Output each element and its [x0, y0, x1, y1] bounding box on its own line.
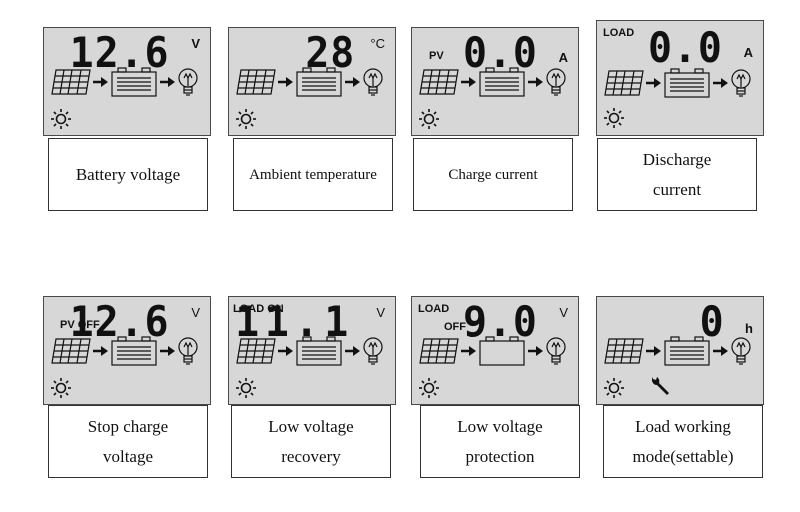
sun-icon	[50, 108, 72, 130]
flow-diagram	[235, 333, 391, 369]
caption-low-voltage-recovery: Low voltage recovery	[231, 405, 391, 478]
lcd-low-voltage-protection: LOAD OFF 9.0 V	[411, 296, 579, 405]
flow-diagram	[603, 333, 759, 369]
flow-diagram	[418, 64, 574, 100]
lcd-value: 11.1	[234, 297, 354, 346]
lcd-value: 12.6	[69, 297, 170, 346]
flow-diagram	[50, 333, 206, 369]
lcd-value: 28	[305, 28, 356, 77]
lcd-ambient-temperature: 28 °C	[228, 27, 396, 136]
lcd-tag: LOAD	[603, 27, 635, 39]
lcd-charge-current: PV 0.0 A	[411, 27, 579, 136]
lcd-value: 9.0	[463, 297, 539, 346]
lcd-value: 0.0	[463, 28, 539, 77]
sun-icon	[235, 108, 257, 130]
caption-low-voltage-protection: Low voltage protection	[420, 405, 580, 478]
sun-icon	[418, 377, 440, 399]
caption-battery-voltage: Battery voltage	[48, 138, 208, 211]
lcd-unit: A	[558, 50, 568, 65]
sun-icon	[603, 107, 625, 129]
sun-icon	[235, 377, 257, 399]
lcd-load-working-mode: 0 h	[596, 296, 764, 405]
caption-stop-charge-voltage: Stop charge voltage	[48, 405, 208, 478]
lcd-unit: V	[191, 305, 200, 320]
sun-icon	[418, 108, 440, 130]
lcd-unit: h	[745, 321, 753, 336]
lcd-tag-secondary: OFF	[444, 321, 466, 333]
flow-diagram	[235, 64, 391, 100]
lcd-tag: LOAD ON	[233, 303, 284, 315]
lcd-tag: PV OFF	[60, 319, 100, 331]
sun-icon	[50, 377, 72, 399]
caption-ambient-temperature: Ambient temperature	[233, 138, 393, 211]
lcd-tag: PV	[429, 50, 444, 62]
flow-diagram-empty-battery	[418, 333, 574, 369]
wrench-icon	[649, 375, 671, 397]
lcd-stop-charge-voltage: PV OFF 12.6 V	[43, 296, 211, 405]
sun-icon	[603, 377, 625, 399]
lcd-battery-voltage: 12.6 V	[43, 27, 211, 136]
caption-charge-current: Charge current	[413, 138, 573, 211]
lcd-discharge-current: LOAD 0.0 A	[596, 20, 764, 136]
lcd-unit: V	[559, 305, 568, 320]
lcd-unit: A	[743, 45, 753, 60]
caption-discharge-current: Discharge current	[597, 138, 757, 211]
lcd-tag: LOAD	[418, 303, 450, 315]
flow-diagram	[603, 65, 759, 101]
lcd-unit: °C	[370, 36, 385, 51]
lcd-value: 0.0	[648, 23, 724, 72]
lcd-low-voltage-recovery: LOAD ON 11.1 V	[228, 296, 396, 405]
flow-diagram	[50, 64, 206, 100]
lcd-value: 12.6	[69, 28, 170, 77]
lcd-unit: V	[376, 305, 385, 320]
caption-load-working-mode: Load working mode(settable)	[603, 405, 763, 478]
lcd-unit: V	[191, 36, 200, 51]
